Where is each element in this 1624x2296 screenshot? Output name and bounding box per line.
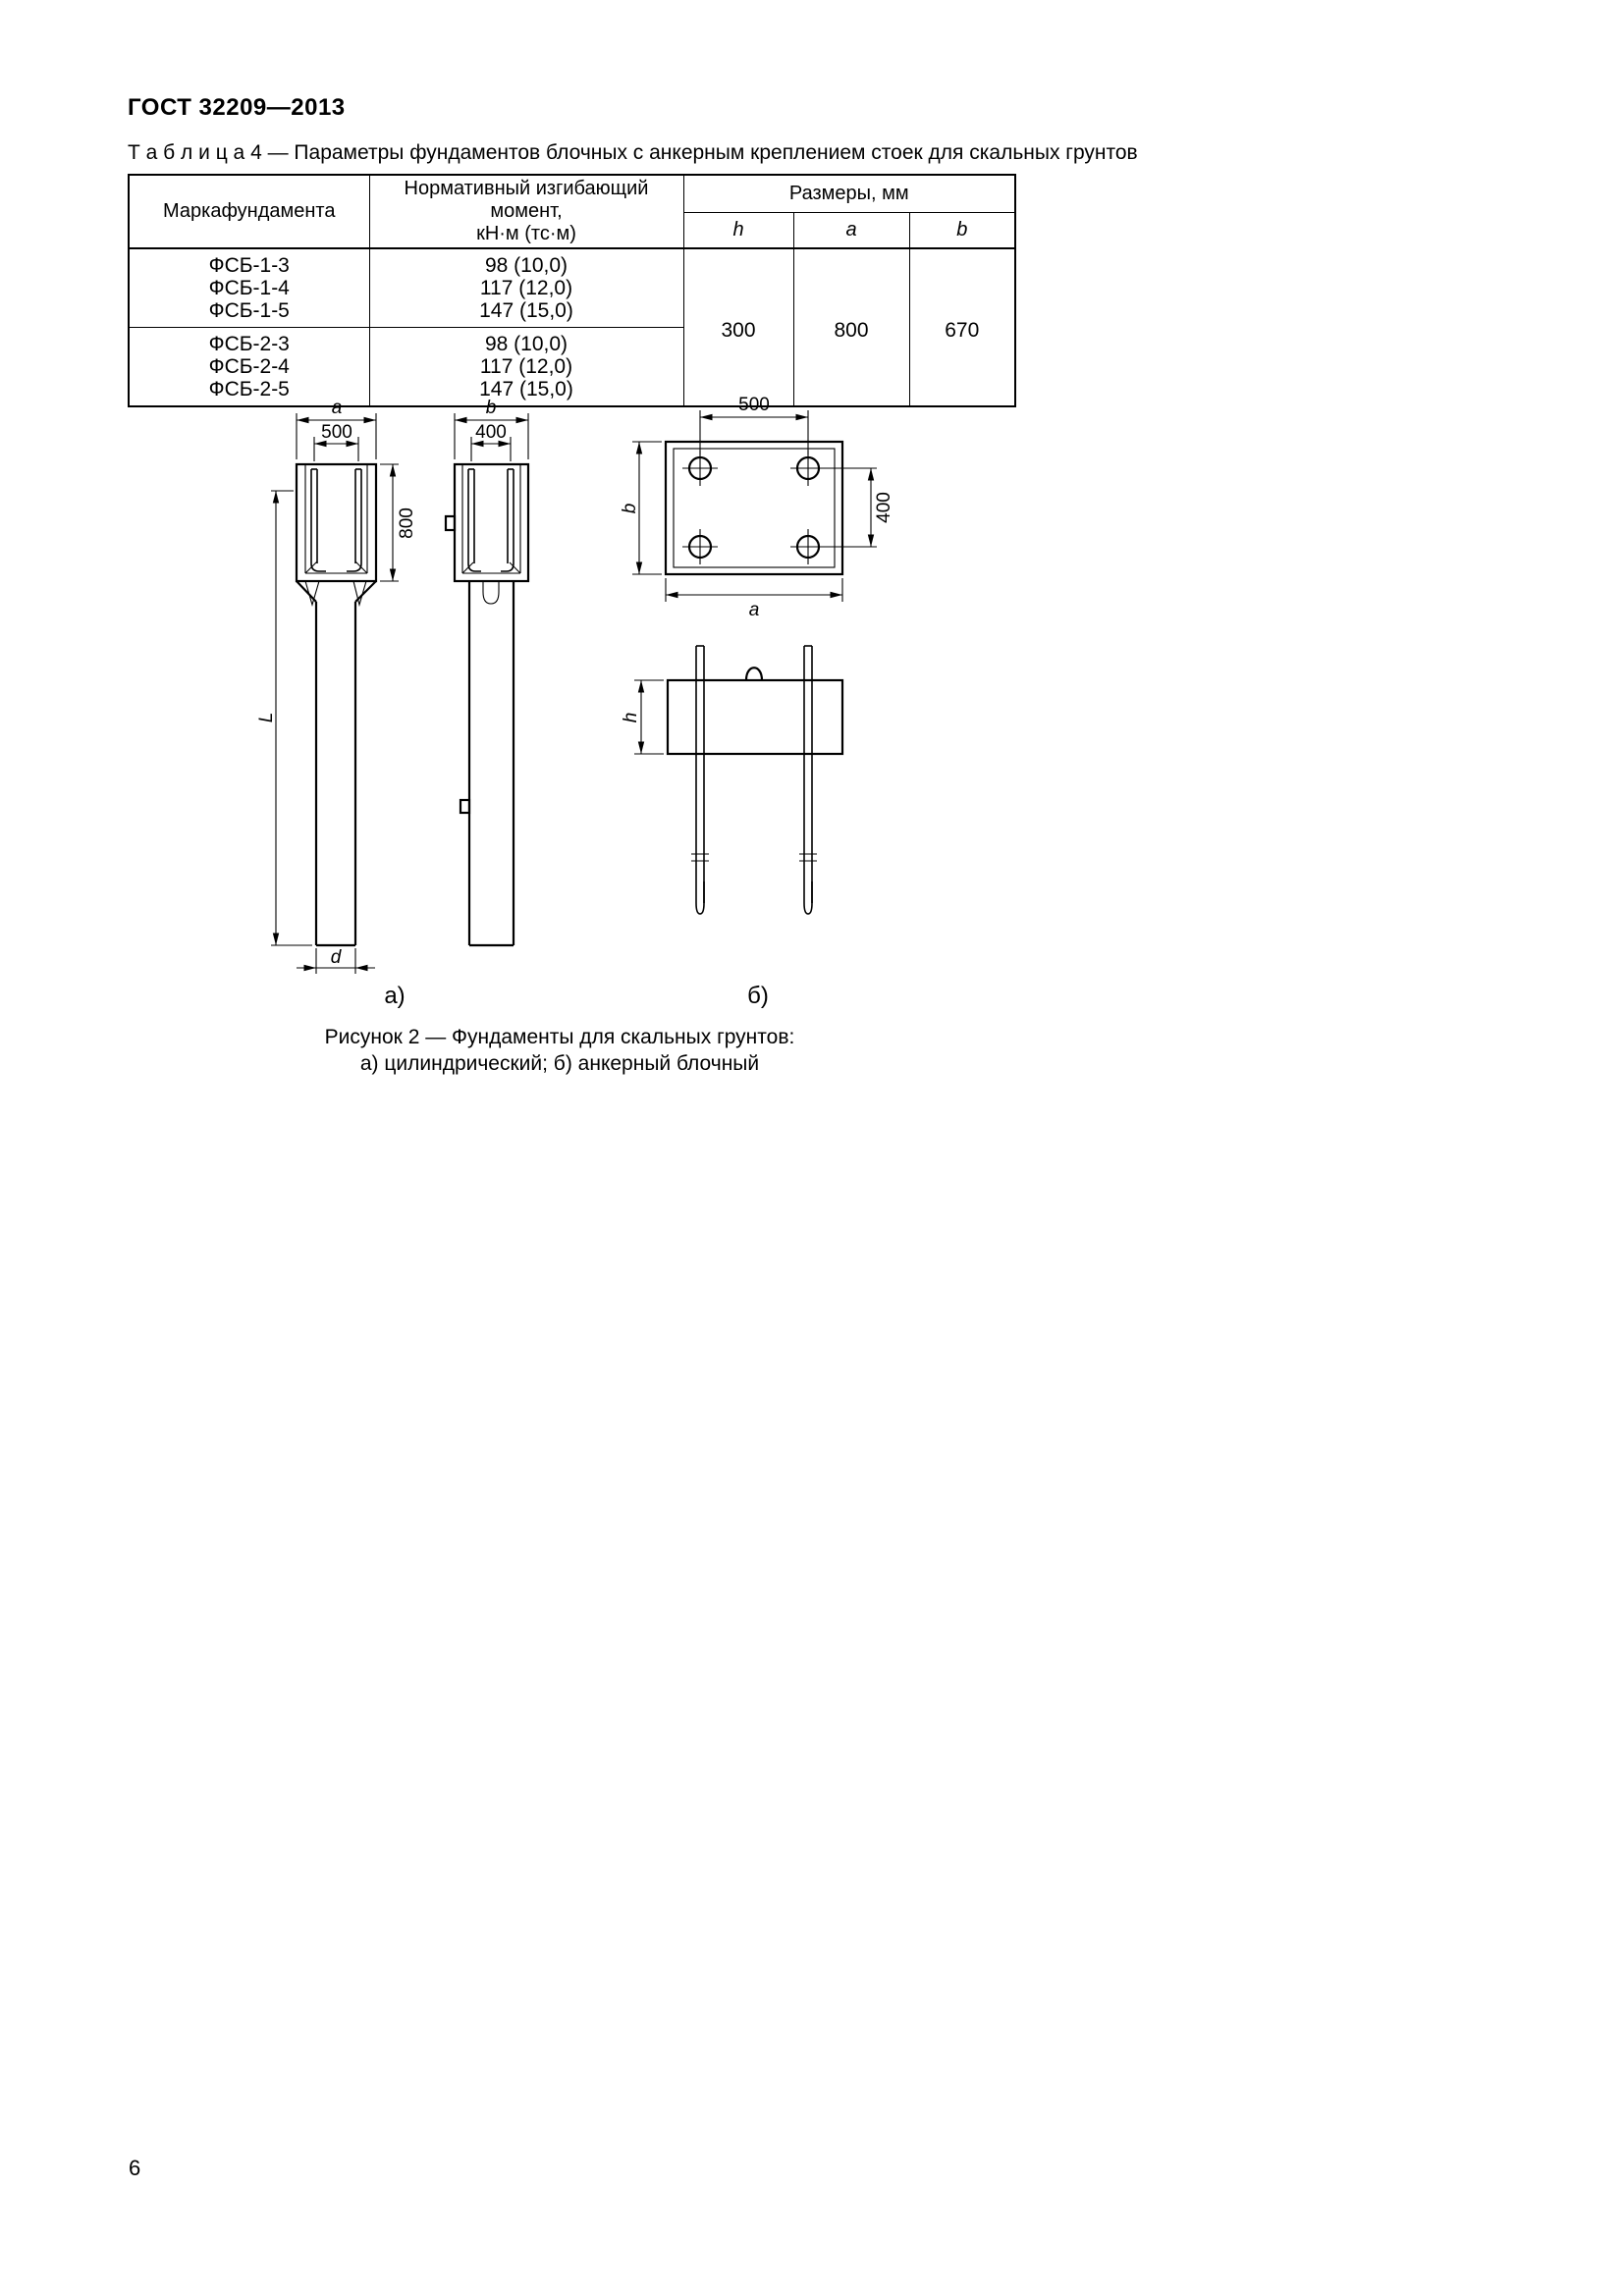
cell-moment: 117 (12,0): [368, 355, 684, 378]
dim-d-diameter: d: [297, 947, 375, 974]
dim-L-length: L: [256, 490, 312, 946]
table-row: ФСБ-2-3 98 (10,0): [128, 327, 1015, 355]
col-header-b: b: [908, 211, 1016, 249]
cell-mark: ФСБ-1-5: [128, 299, 370, 328]
anchor-bolt-right: [799, 645, 817, 915]
anchor-head-side-outline: [453, 462, 530, 583]
cell-moment: 117 (12,0): [368, 277, 684, 299]
lifting-loop: [744, 667, 764, 681]
dim-h-block: h: [621, 679, 664, 755]
shaft-notch: [482, 581, 500, 605]
dim-label-400: 400: [475, 422, 507, 443]
dim-label-b-plan: b: [620, 504, 640, 514]
table-row: ФСБ-2-5 147 (15,0): [128, 378, 1015, 406]
anchor-bolts-front: [310, 468, 362, 572]
cell-h-value: 300: [682, 248, 794, 406]
table-row: ФСБ-1-3 98 (10,0) 300 800 670: [128, 248, 1016, 406]
cell-mark: ФСБ-1-3: [128, 248, 370, 277]
table-row: ФСБ-2-4 117 (12,0): [128, 355, 1015, 378]
cell-mark: ФСБ-1-4: [128, 277, 370, 299]
col-header-moment: Нормативный изгибающий момент, кН·м (тс·…: [368, 174, 684, 249]
view-b-plan: 500 b 400 a: [620, 395, 894, 620]
view-label-a: а): [384, 983, 405, 1009]
anchor-bolt-left: [691, 645, 709, 915]
shaft-lug: [459, 798, 471, 815]
view-b-elevation: h: [621, 645, 844, 915]
cell-moment: 98 (10,0): [368, 248, 684, 277]
shaft-side: [467, 581, 515, 947]
col-header-mark: Маркафундамента: [128, 174, 370, 249]
dim-label-500-plan: 500: [738, 395, 770, 415]
anchor-bolts-side: [467, 468, 514, 572]
block-elevation-outline: [666, 678, 844, 756]
view-label-b: б): [747, 983, 769, 1009]
table-row: ФСБ-1-5 147 (15,0): [128, 299, 1015, 328]
dim-label-L: L: [256, 713, 277, 723]
dim-b-width: b: [454, 398, 529, 459]
dim-400-plan: 400: [821, 467, 894, 548]
dim-b-plan: b: [620, 441, 662, 575]
cell-moment: 98 (10,0): [368, 327, 684, 355]
side-lug: [444, 514, 457, 532]
page-number: 6: [129, 2156, 141, 2180]
col-header-moment-line1: Нормативный изгибающий момент,: [404, 178, 649, 222]
dim-label-a-plan: a: [749, 600, 760, 620]
dim-label-800: 800: [397, 507, 417, 539]
view-a-side: b 400: [444, 398, 530, 947]
cell-b-value: 670: [908, 248, 1016, 406]
table-row: ФСБ-1-4 117 (12,0): [128, 277, 1015, 299]
cell-mark: ФСБ-2-3: [128, 327, 370, 355]
view-a-front: a 500: [256, 398, 417, 974]
dim-label-b: b: [486, 398, 497, 418]
col-header-a: a: [792, 211, 910, 249]
anchor-head-outline: [295, 462, 378, 583]
dim-label-d: d: [331, 947, 343, 968]
cell-mark: ФСБ-2-5: [128, 378, 370, 406]
dim-label-a: a: [332, 398, 343, 418]
col-header-moment-line2: кН·м (тс·м): [476, 223, 576, 244]
anchor-bolt-holes: [682, 451, 826, 564]
block-plan-inner: [673, 448, 836, 568]
figure-caption-line1: Рисунок 2 — Фундаменты для скальных грун…: [324, 1026, 795, 1048]
figure-2-drawings: a 500: [256, 395, 894, 1009]
table-caption: Т а б л и ц а 4 — Параметры фундаментов …: [128, 141, 1138, 164]
dim-500-bolt-spacing: 500: [313, 422, 359, 461]
cell-a-value: 800: [792, 248, 910, 406]
dim-400-bolt-spacing: 400: [470, 422, 512, 461]
parameters-table: Маркафундамента Нормативный изгибающий м…: [128, 174, 1017, 407]
shaft-front: [314, 602, 357, 947]
col-header-dimensions: Размеры, мм: [682, 174, 1016, 213]
dim-a-width: a: [296, 398, 377, 459]
dim-label-h: h: [621, 713, 641, 723]
col-header-h: h: [682, 211, 794, 249]
figure-caption-line2: а) цилиндрический; б) анкерный блочный: [359, 1052, 760, 1075]
cell-moment: 147 (15,0): [368, 378, 684, 406]
dim-800-head-height: 800: [380, 463, 417, 582]
cell-mark: ФСБ-2-4: [128, 355, 370, 378]
dim-500-plan: 500: [699, 395, 809, 454]
cell-moment: 147 (15,0): [368, 299, 684, 328]
figure-caption: Рисунок 2 — Фундаменты для скальных грун…: [245, 1024, 874, 1077]
dim-label-500: 500: [321, 422, 352, 443]
dim-a-plan: a: [665, 578, 843, 620]
block-plan-outline: [664, 440, 844, 576]
dim-label-400-plan: 400: [874, 492, 894, 523]
document-code: ГОСТ 32209—2013: [128, 94, 346, 121]
